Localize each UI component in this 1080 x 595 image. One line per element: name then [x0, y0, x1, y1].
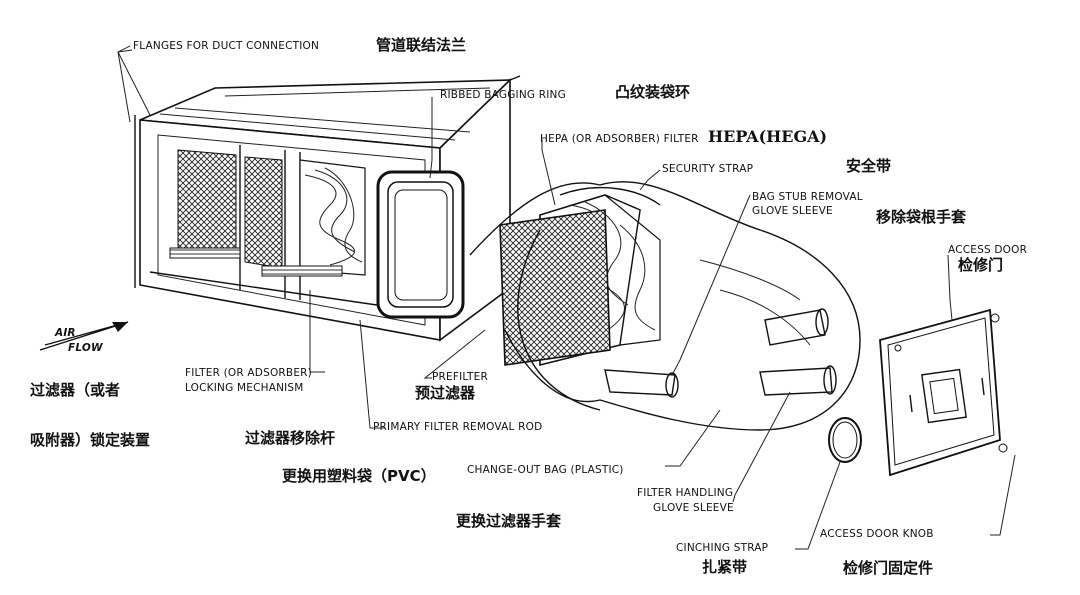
label-knob-en: ACCESS DOOR KNOB [820, 528, 934, 540]
label-ribbed-en: RIBBED BAGGING RING [440, 89, 566, 101]
label-handling-en-1: FILTER HANDLING [637, 487, 734, 499]
label-filter-lock-zh-1: 过滤器（或者 [30, 381, 121, 399]
label-bagstub-en-1: BAG STUB REMOVAL [752, 191, 863, 203]
label-air: AIR [55, 327, 76, 339]
label-rod-en: PRIMARY FILTER REMOVAL ROD [373, 421, 543, 433]
label-prefilter-zh: 预过滤器 [415, 384, 476, 402]
label-ribbed-zh: 凸纹装袋环 [615, 83, 691, 101]
label-prefilter-en: PREFILTER [432, 371, 488, 383]
label-security-en: SECURITY STRAP [662, 163, 754, 175]
label-cinching-zh: 扎紧带 [702, 558, 748, 576]
label-flanges-en: FLANGES FOR DUCT CONNECTION [133, 40, 320, 52]
cinching-strap [828, 417, 862, 463]
filter-housing [134, 75, 521, 342]
label-hepa-en: HEPA (OR ADSORBER) FILTER [540, 133, 699, 145]
label-filter-lock-en-1: FILTER (OR ADSORBER) [185, 367, 312, 379]
label-access-door-zh: 检修门 [958, 256, 1004, 274]
label-flanges-zh: 管道联结法兰 [376, 36, 467, 54]
label-filter-lock-en-2: LOCKING MECHANISM [185, 382, 304, 394]
leader-lines [117, 45, 1016, 550]
label-access-door-en: ACCESS DOOR [948, 244, 1028, 256]
hepa-filter-removed [499, 194, 661, 367]
label-filter-lock-zh-2: 吸附器）锁定装置 [30, 431, 151, 449]
change-out-bag [469, 181, 861, 431]
label-bag-zh: 更换用塑料袋（PVC） [282, 467, 436, 485]
label-cinching-en: CINCHING STRAP [676, 542, 769, 554]
air-flow-arrow [39, 321, 129, 351]
access-door [879, 308, 1008, 477]
label-handling-en-2: GLOVE SLEEVE [653, 502, 734, 514]
label-bagstub-en-2: GLOVE SLEEVE [752, 205, 833, 217]
label-security-zh: 安全带 [846, 157, 892, 175]
label-flow: FLOW [68, 342, 103, 354]
label-bag-en: CHANGE-OUT BAG (PLASTIC) [467, 464, 624, 476]
label-knob-zh: 检修门固定件 [843, 559, 934, 577]
label-rod-zh: 过滤器移除杆 [245, 429, 336, 447]
label-hepa-zh: HEPA(HEGA) [708, 127, 828, 146]
label-bagstub-zh: 移除袋根手套 [876, 208, 967, 226]
label-handling-zh: 更换过滤器手套 [456, 512, 562, 530]
